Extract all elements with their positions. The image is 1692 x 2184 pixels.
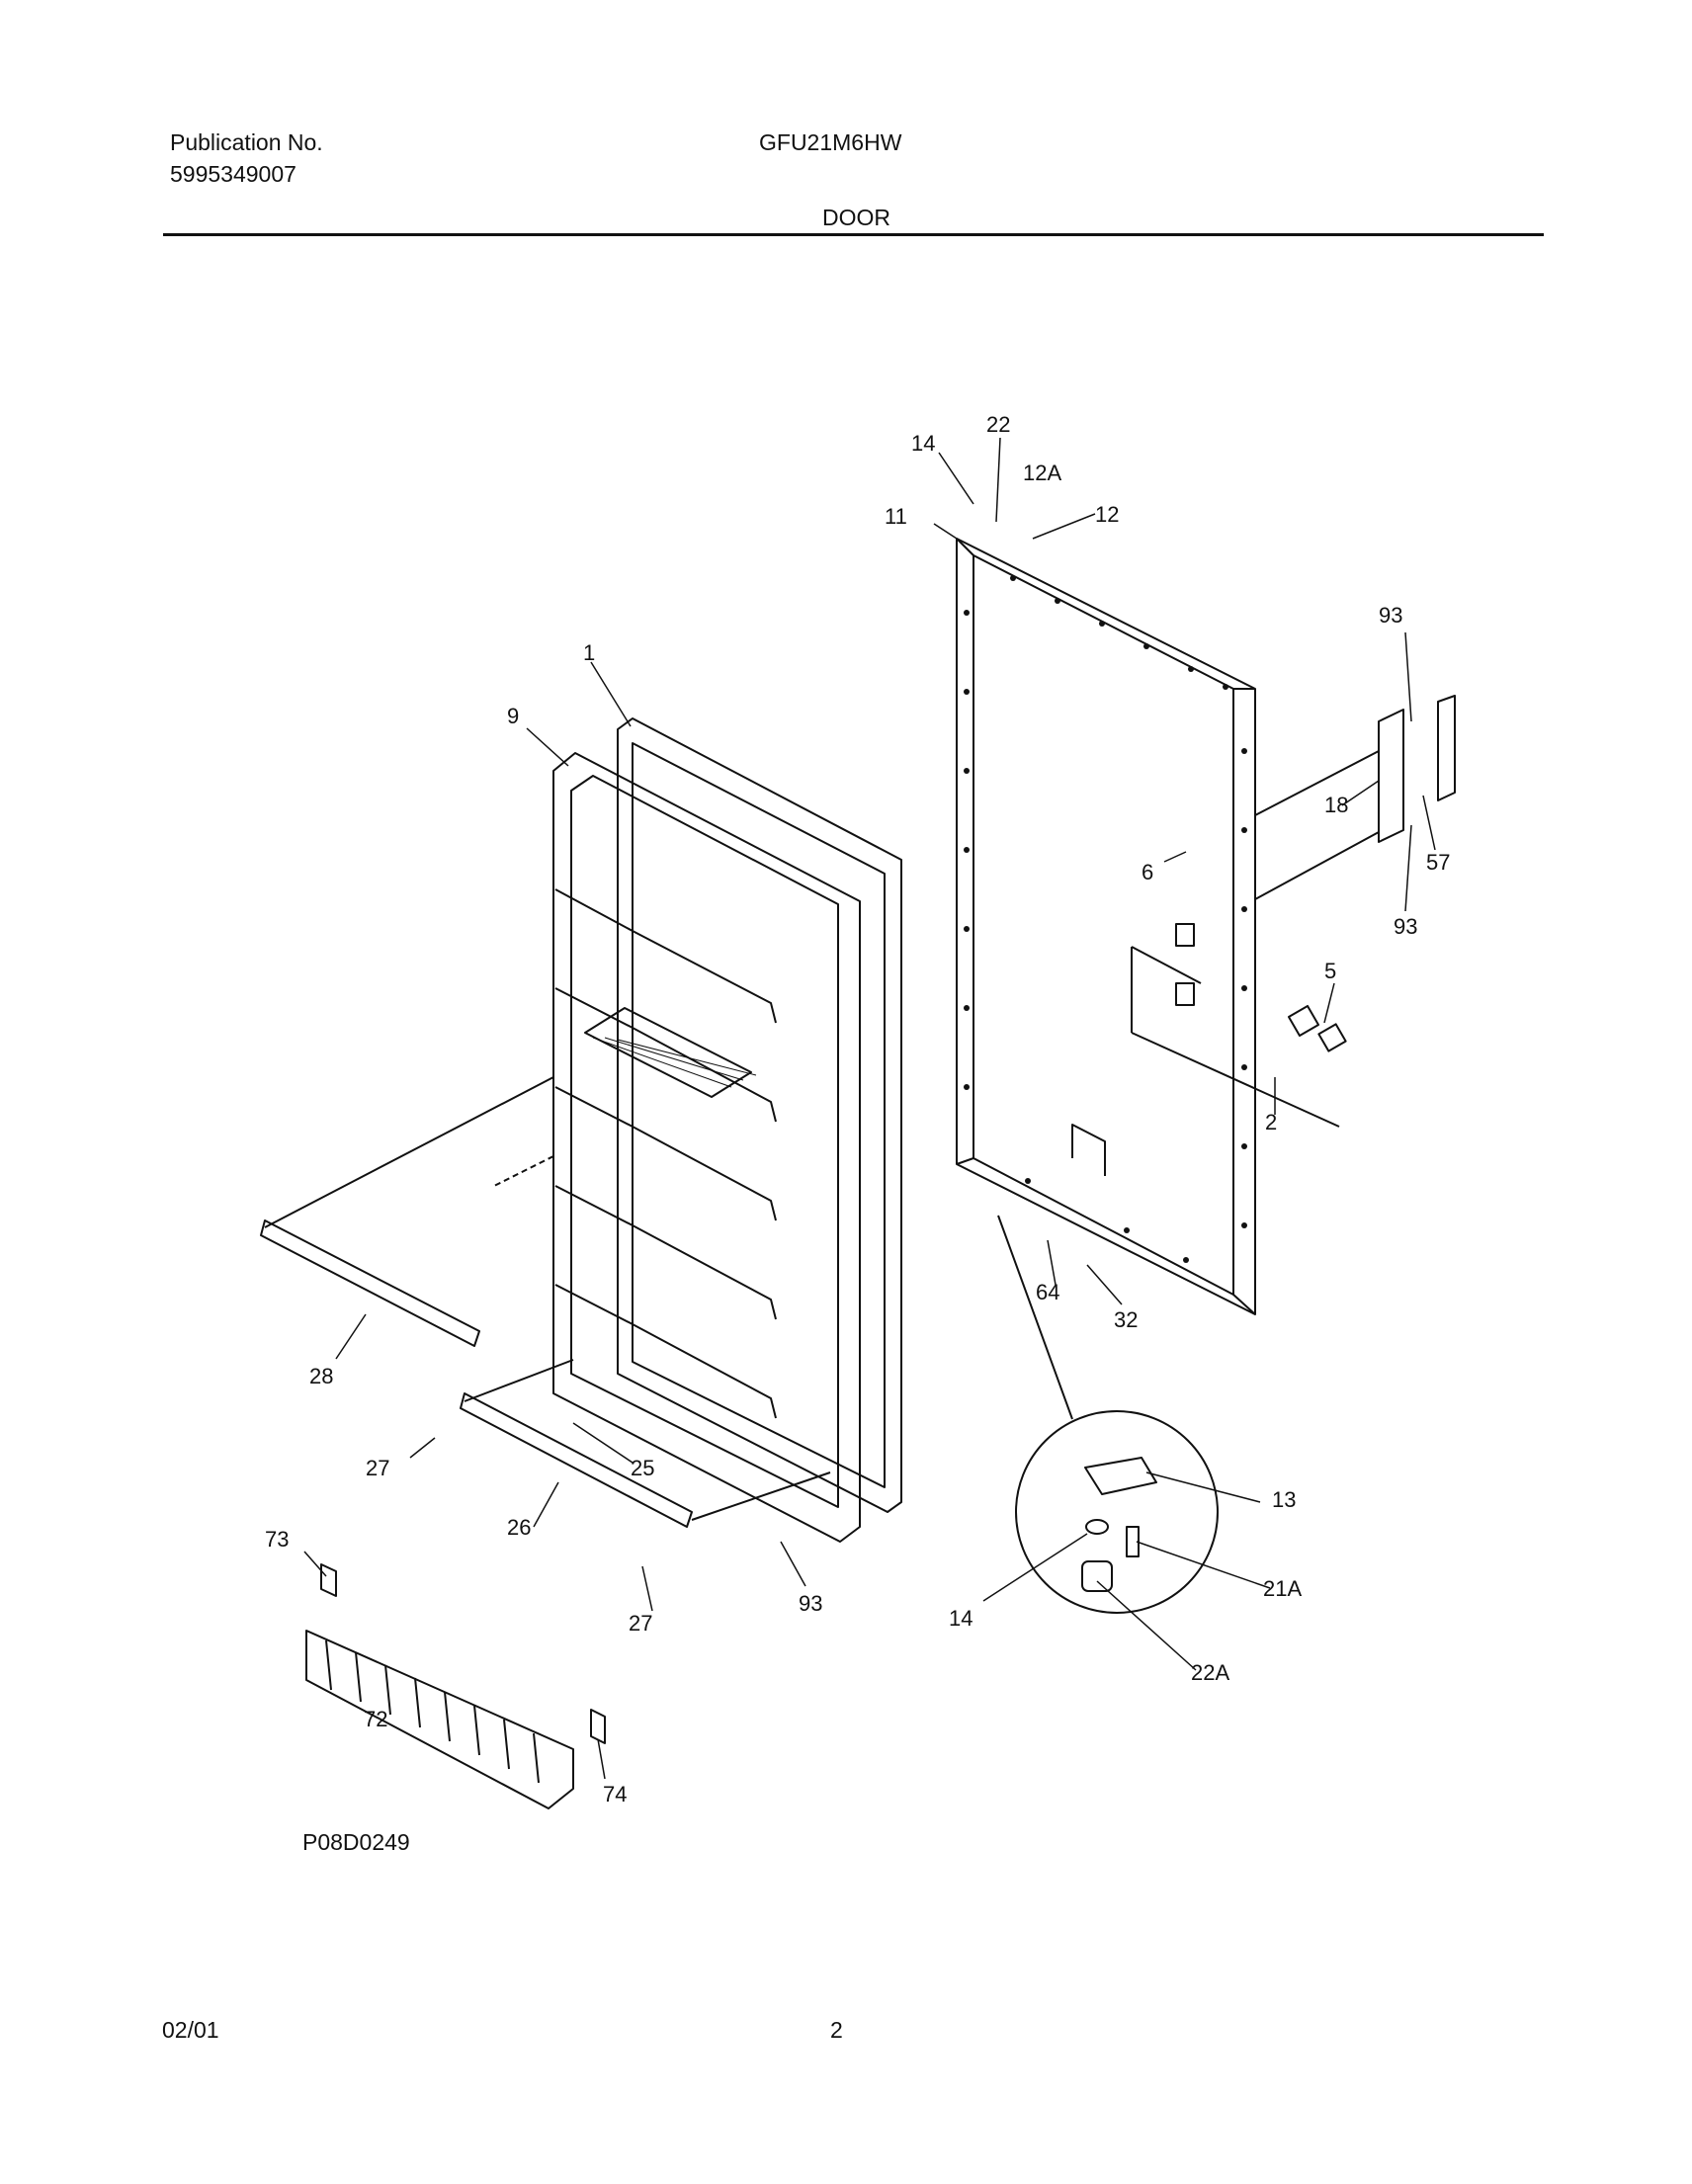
panel-screw-holes (964, 575, 1247, 1263)
callout-14-top: 14 (911, 431, 935, 456)
callout-93-bottom: 93 (799, 1591, 822, 1616)
callout-27-left: 27 (366, 1456, 389, 1480)
callout-12: 12 (1095, 502, 1119, 527)
callout-93-right: 93 (1394, 914, 1417, 939)
basket-clip-74 (590, 1709, 606, 1744)
hinge-detail-circle (1015, 1410, 1219, 1614)
callout-72: 72 (364, 1707, 387, 1731)
callout-12a: 12A (1023, 461, 1061, 485)
callout-18: 18 (1324, 793, 1348, 817)
callout-14-detail: 14 (949, 1606, 973, 1631)
basket-clip-73 (320, 1563, 337, 1597)
callout-26: 26 (507, 1515, 531, 1540)
page-number: 2 (830, 2017, 843, 2043)
callout-57: 57 (1426, 850, 1450, 875)
callout-25: 25 (631, 1456, 654, 1480)
callout-11: 11 (885, 504, 907, 529)
model-number: GFU21M6HW (759, 129, 902, 155)
inner-door-liner (552, 752, 861, 1543)
publication-label: Publication No. (170, 129, 323, 155)
footer-date: 02/01 (162, 2017, 219, 2043)
door-shelves (554, 888, 777, 1419)
callout-21a: 21A (1263, 1576, 1302, 1601)
lock-assembly (1131, 923, 1347, 1128)
callout-9: 9 (507, 704, 519, 728)
callout-13: 13 (1272, 1487, 1296, 1512)
leader-lines (303, 437, 1436, 1780)
section-title: DOOR (822, 205, 890, 230)
publication-number: 5995349007 (170, 161, 296, 187)
callout-74: 74 (603, 1782, 627, 1806)
callout-numbers: 1 2 5 6 9 11 12 12A 13 14 14 18 21A 22 2… (265, 412, 1450, 1806)
door-basket (305, 1630, 574, 1809)
callout-22: 22 (986, 412, 1010, 437)
callout-6: 6 (1142, 860, 1153, 884)
shelf-bar-28 (260, 1219, 480, 1347)
callout-5: 5 (1324, 959, 1336, 983)
callout-27-bottom: 27 (629, 1611, 652, 1636)
detail-parts (1081, 1457, 1157, 1592)
header-rule (163, 233, 1544, 236)
callout-22a: 22A (1191, 1660, 1229, 1685)
shelf-bar-26 (460, 1392, 693, 1528)
hinge-18 (1378, 709, 1404, 843)
hinge-cover-57 (1437, 695, 1456, 801)
callout-64: 64 (1036, 1280, 1059, 1304)
callout-28: 28 (309, 1364, 333, 1388)
callout-32: 32 (1114, 1307, 1138, 1332)
callout-93-top: 93 (1379, 603, 1402, 628)
callout-2: 2 (1265, 1110, 1277, 1134)
door-gasket (617, 717, 902, 1513)
outer-door-panel (956, 538, 1256, 1315)
diagram-code: P08D0249 (302, 1829, 410, 1855)
callout-73: 73 (265, 1527, 289, 1552)
callout-1: 1 (583, 640, 595, 665)
